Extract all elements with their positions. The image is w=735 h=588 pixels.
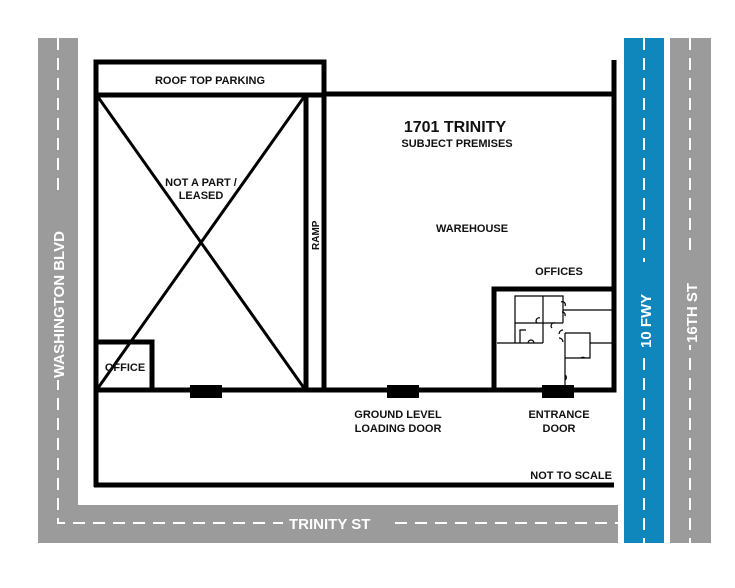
property-title: 1701 TRINITY [404,119,507,136]
16th-st-road [670,38,711,543]
10-fwy-road [624,38,664,543]
warehouse-label: WAREHOUSE [436,223,508,235]
subject-premises-label: SUBJECT PREMISES [401,138,512,150]
trinity-st-label: TRINITY ST [289,516,370,533]
entrance-door [542,385,574,398]
leased-label: LEASED [179,190,224,202]
office-interior-partitions [497,295,612,388]
door-label: DOOR [543,423,576,435]
loading-door-west [190,385,222,398]
not-a-part-cross [96,96,306,389]
10-fwy-label: 10 FWY [638,294,655,348]
loading-door-label: LOADING DOOR [355,423,442,435]
washington-blvd-label: WASHINGTON BLVD [51,231,68,378]
building-walls [93,59,617,488]
offices-label: OFFICES [535,266,583,278]
not-to-scale-label: NOT TO SCALE [530,470,612,482]
ground-level-loading-door [387,385,419,398]
office-label: OFFICE [105,362,145,374]
16th-st-label: 16TH ST [684,283,701,343]
roof-top-parking-label: ROOF TOP PARKING [155,75,265,87]
entrance-label: ENTRANCE [528,409,589,421]
not-a-part-label: NOT A PART / [165,177,237,189]
ground-level-label: GROUND LEVEL [354,409,442,421]
ramp-label: RAMP [311,220,322,250]
